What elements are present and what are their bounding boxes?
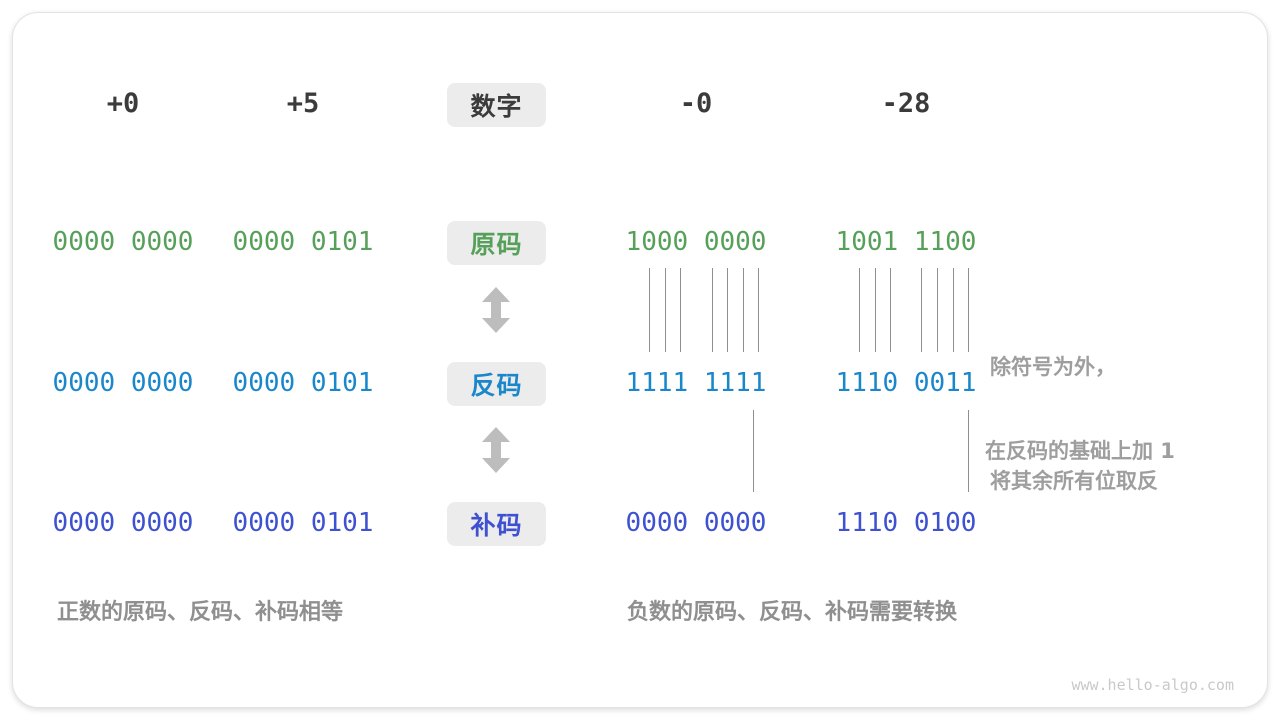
binary-value: 1000 0000: [625, 227, 767, 257]
bit-link-line: [665, 268, 666, 352]
binary-value: 0000 0101: [232, 368, 374, 398]
annotation-invert-line2: 将其余所有位取反: [990, 469, 1158, 493]
updown-arrow-icon: [482, 427, 510, 473]
binary-value: 0000 0000: [625, 508, 767, 538]
bit-link-line: [921, 268, 922, 352]
updown-arrow-icon: [482, 287, 510, 333]
bit-link-line: [968, 410, 969, 492]
binary-value: 0000 0101: [232, 508, 374, 538]
bit-link-line: [758, 268, 759, 352]
row-label-twos-complement: 补码: [447, 502, 546, 546]
bit-link-line: [937, 268, 938, 352]
bit-link-line: [743, 268, 744, 352]
header-positive-zero: +0: [106, 88, 140, 119]
bit-link-line: [753, 410, 754, 492]
header-negative-zero: -0: [679, 88, 713, 119]
row-label-ones-complement: 反码: [447, 362, 546, 406]
watermark: www.hello-algo.com: [1071, 676, 1234, 694]
annotation-add-one: 在反码的基础上加 1: [985, 439, 1175, 463]
binary-value: 1001 1100: [835, 227, 977, 257]
header-negative-28: -28: [881, 88, 931, 119]
caption-positive-numbers: 正数的原码、反码、补码相等: [57, 600, 344, 625]
binary-value: 1110 0011: [835, 368, 977, 398]
binary-value: 0000 0101: [232, 227, 374, 257]
row-label-sign-magnitude: 原码: [447, 221, 546, 265]
annotation-invert-bits: 除符号为外， 将其余所有位取反: [990, 272, 1158, 576]
annotation-invert-line1: 除符号为外，: [990, 355, 1116, 379]
binary-value: 1110 0100: [835, 508, 977, 538]
diagram-card: [12, 12, 1268, 708]
binary-value: 0000 0000: [52, 508, 194, 538]
bit-link-line: [968, 268, 969, 352]
header-positive-five: +5: [286, 88, 320, 119]
binary-value: 1111 1111: [625, 368, 767, 398]
bit-link-line: [875, 268, 876, 352]
bit-link-line: [649, 268, 650, 352]
bit-link-line: [712, 268, 713, 352]
number-label-box: 数字: [447, 83, 546, 127]
bit-link-line: [859, 268, 860, 352]
binary-value: 0000 0000: [52, 368, 194, 398]
binary-value: 0000 0000: [52, 227, 194, 257]
bit-link-line: [953, 268, 954, 352]
bit-link-line: [890, 268, 891, 352]
bit-link-line: [680, 268, 681, 352]
bit-link-line: [727, 268, 728, 352]
caption-negative-numbers: 负数的原码、反码、补码需要转换: [627, 600, 958, 625]
